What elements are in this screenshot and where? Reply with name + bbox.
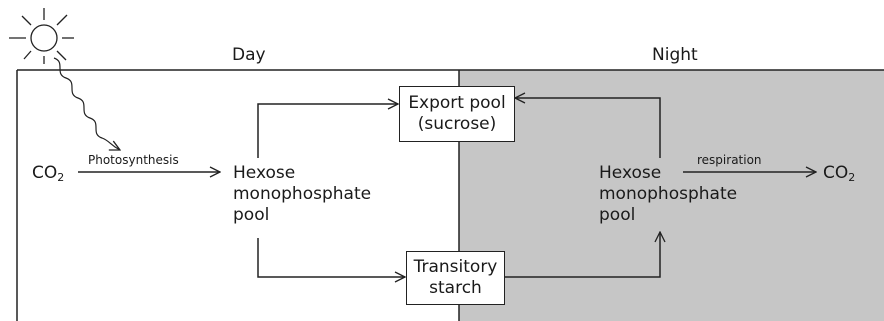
hexose-pool-day: Hexose monophosphate pool bbox=[233, 163, 371, 226]
wavy-light-arrow-icon bbox=[53, 57, 120, 150]
export-pool-line-2: (sucrose) bbox=[417, 114, 497, 134]
respiration-label: respiration bbox=[697, 153, 762, 167]
hexose-to-starch-arrow bbox=[257, 238, 405, 277]
day-label: Day bbox=[232, 45, 266, 65]
co2-input-label: CO2 bbox=[32, 163, 64, 184]
sun-icon bbox=[9, 8, 74, 64]
hexose-night-to-export-arrow bbox=[515, 98, 661, 158]
starch-to-hexose-arrow bbox=[505, 232, 660, 278]
export-pool-line-1: Export pool bbox=[408, 93, 506, 113]
co2-output-label: CO2 bbox=[823, 163, 855, 184]
hexose-day-line-1: Hexose bbox=[233, 163, 296, 183]
transitory-starch-box: Transitory starch bbox=[406, 251, 505, 305]
co2-input-subscript: 2 bbox=[57, 171, 65, 184]
night-label: Night bbox=[652, 45, 698, 65]
co2-output-subscript: 2 bbox=[848, 171, 856, 184]
hexose-day-line-2: monophosphate bbox=[233, 184, 372, 204]
hexose-night-line-2: monophosphate bbox=[599, 184, 738, 204]
export-pool-box: Export pool (sucrose) bbox=[399, 86, 515, 142]
photosynthesis-label: Photosynthesis bbox=[88, 153, 179, 167]
hexose-pool-night: Hexose monophosphate pool bbox=[599, 163, 737, 226]
hexose-day-line-3: pool bbox=[233, 205, 270, 225]
starch-line-2: starch bbox=[429, 278, 482, 298]
hexose-night-line-3: pool bbox=[599, 205, 636, 225]
co2-output-base: CO bbox=[823, 163, 849, 183]
hexose-night-line-1: Hexose bbox=[599, 163, 662, 183]
starch-line-1: Transitory bbox=[413, 257, 498, 277]
co2-input-base: CO bbox=[32, 163, 58, 183]
night-region bbox=[459, 70, 884, 321]
hexose-to-export-arrow bbox=[257, 104, 398, 158]
